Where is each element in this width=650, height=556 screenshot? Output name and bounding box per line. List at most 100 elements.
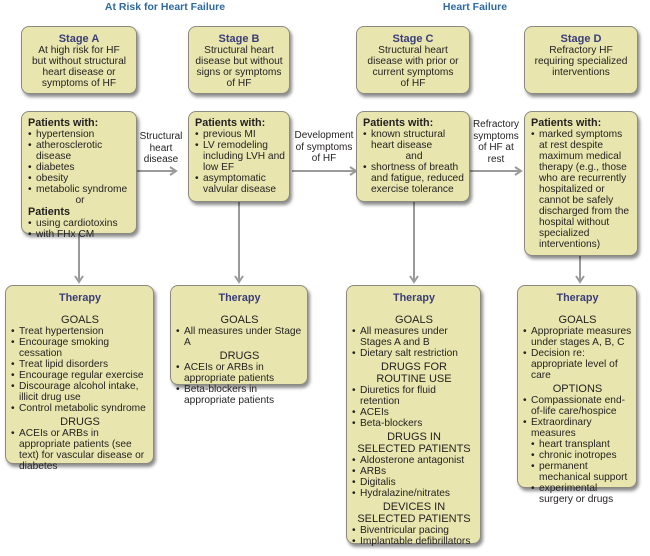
list-item: heart transplant xyxy=(531,439,632,450)
therapy-d-goals: Appropriate measures under stages A, B, … xyxy=(523,326,632,381)
list-item: ACEIs or ARBs in appropriate patients xyxy=(176,362,303,384)
therapy-c-goals-label: GOALS xyxy=(395,314,433,326)
list-item: ACEIs or ARBs in appropriate patients (s… xyxy=(11,428,149,472)
stage-a-title: Stage A xyxy=(58,33,100,45)
list-item: asymptomatic valvular disease xyxy=(195,173,285,195)
list-item: ARBs xyxy=(352,466,476,477)
stage-a-box: Stage A At high risk for HF but without … xyxy=(21,26,137,94)
patients-a-label2: Patients xyxy=(28,206,71,218)
list-item: hypertension xyxy=(28,129,132,140)
therapy-a-goals: Treat hypertension Encourage smoking ces… xyxy=(11,326,149,414)
therapy-d-title: Therapy xyxy=(556,292,599,304)
list-item: previous MI xyxy=(195,129,285,140)
list-item: Aldosterone antagonist xyxy=(352,455,476,466)
patients-c-and: and xyxy=(405,151,423,162)
list-item: Encourage smoking cessation xyxy=(11,337,149,359)
stage-d-box: Stage D Refractory HF requiring speciali… xyxy=(524,26,638,94)
list-item: All measures under Stage A xyxy=(176,326,303,348)
stage-c-description: Structural heart disease with prior or c… xyxy=(367,45,459,89)
therapy-a-title: Therapy xyxy=(58,292,101,304)
header-heart-failure: Heart Failure xyxy=(442,1,508,13)
list-item: shortness of breath and fatigue, reduced… xyxy=(363,162,465,195)
stage-c-box: Stage C Structural heart disease with pr… xyxy=(356,26,470,94)
header-at-risk: At Risk for Heart Failure xyxy=(104,1,226,13)
stage-b-box: Stage B Structural heart disease but wit… xyxy=(188,26,290,94)
therapy-c-devices: Biventricular pacing Implantable defibri… xyxy=(352,525,476,547)
list-item: marked symptoms at rest despite maximum … xyxy=(531,129,633,250)
therapy-a-drugs-label: DRUGS xyxy=(60,416,100,428)
list-item: Digitalis xyxy=(352,477,476,488)
transition-label-development: Development of symptoms of HF xyxy=(294,130,354,164)
list-item: Treat lipid disorders xyxy=(11,359,149,370)
list-item: All measures under Stages A and B xyxy=(352,326,476,348)
list-item: Appropriate measures under stages A, B, … xyxy=(523,326,632,348)
list-item: Beta-blockers in appropriate patients xyxy=(176,384,303,406)
stage-b-description: Structural heart disease but without sig… xyxy=(195,45,283,89)
therapy-c-goals: All measures under Stages A and B Dietar… xyxy=(352,326,476,359)
list-item: with FHx CM xyxy=(28,229,132,240)
therapy-c-routine-label: DRUGS FOR ROUTINE USE xyxy=(376,361,452,385)
list-item: using cardiotoxins xyxy=(28,218,132,229)
therapy-c-selected-label: DRUGS IN SELECTED PATIENTS xyxy=(357,431,471,455)
therapy-c-box: Therapy GOALS All measures under Stages … xyxy=(346,285,481,547)
therapy-b-drugs-label: DRUGS xyxy=(219,350,260,362)
patients-a-or: or xyxy=(75,195,85,206)
list-item: Beta-blockers xyxy=(352,418,476,429)
patients-b-list: previous MI LV remodeling including LVH … xyxy=(195,129,285,195)
therapy-b-goals-label: GOALS xyxy=(220,314,259,326)
patients-b-label: Patients with: xyxy=(195,117,266,129)
list-item: chronic inotropes xyxy=(531,450,632,461)
transition-label-refractory: Refractory symptoms of HF at rest xyxy=(472,119,520,165)
therapy-d-goals-label: GOALS xyxy=(558,314,597,326)
patients-c-box: Patients with: known structural heart di… xyxy=(356,111,470,202)
list-item: Discourage alcohol intake, illicit drug … xyxy=(11,381,149,403)
patients-c-list: known structural heart disease xyxy=(363,129,465,151)
list-item: experimental surgery or drugs xyxy=(531,483,632,505)
list-item: known structural heart disease xyxy=(363,129,465,151)
therapy-c-selected: Aldosterone antagonist ARBs Digitalis Hy… xyxy=(352,455,476,499)
stage-d-title: Stage D xyxy=(560,33,602,45)
patients-a-label: Patients with: xyxy=(28,117,99,129)
therapy-c-title: Therapy xyxy=(392,292,435,304)
therapy-d-options: Compassionate end-of-life care/hospice E… xyxy=(523,395,632,439)
list-item: Decision re: appropriate level of care xyxy=(523,348,632,381)
patients-a-list2: using cardiotoxins with FHx CM xyxy=(28,218,132,240)
therapy-d-extraordinary: heart transplant chronic inotropes perma… xyxy=(523,439,632,505)
list-item: permanent mechanical support xyxy=(531,461,632,483)
therapy-b-box: Therapy GOALS All measures under Stage A… xyxy=(170,285,308,406)
list-item: Hydralazine/nitrates xyxy=(352,488,476,499)
list-item: ACEIs xyxy=(352,407,476,418)
patients-c-list2: shortness of breath and fatigue, reduced… xyxy=(363,162,465,195)
list-item: Encourage regular exercise xyxy=(11,370,149,381)
list-item: Extraordinary measures xyxy=(523,417,632,439)
therapy-a-box: Therapy GOALS Treat hypertension Encoura… xyxy=(5,285,154,472)
patients-d-label: Patients with: xyxy=(531,117,602,129)
patients-b-box: Patients with: previous MI LV remodeling… xyxy=(188,111,290,202)
therapy-a-drugs: ACEIs or ARBs in appropriate patients (s… xyxy=(11,428,149,472)
stage-c-title: Stage C xyxy=(392,33,434,45)
stage-a-description: At high risk for HF but without structur… xyxy=(32,45,126,89)
therapy-b-goals: All measures under Stage A xyxy=(176,326,303,348)
list-item: atherosclerotic disease xyxy=(28,140,132,162)
patients-d-box: Patients with: marked symptoms at rest d… xyxy=(524,111,638,256)
patients-a-box: Patients with: hypertension atherosclero… xyxy=(21,111,137,240)
therapy-d-options-label: OPTIONS xyxy=(552,383,603,395)
patients-c-label: Patients with: xyxy=(363,117,434,129)
patients-a-list: hypertension atherosclerotic disease dia… xyxy=(28,129,132,195)
therapy-c-devices-label: DEVICES IN SELECTED PATIENTS xyxy=(357,501,471,525)
list-item: Treat hypertension xyxy=(11,326,149,337)
list-item: LV remodeling including LVH and low EF xyxy=(195,140,285,173)
patients-d-list: marked symptoms at rest despite maximum … xyxy=(531,129,633,250)
list-item: metabolic syndrome xyxy=(28,184,132,195)
therapy-b-title: Therapy xyxy=(218,292,261,304)
list-item: obesity xyxy=(28,173,132,184)
list-item: Implantable defibrillators xyxy=(352,536,476,547)
therapy-b-drugs: ACEIs or ARBs in appropriate patients Be… xyxy=(176,362,303,406)
therapy-a-goals-label: GOALS xyxy=(61,314,99,326)
list-item: Control metabolic syndrome xyxy=(11,403,149,414)
list-item: Diuretics for fluid retention xyxy=(352,385,476,407)
list-item: Biventricular pacing xyxy=(352,525,476,536)
transition-label-structural: Structural heart disease xyxy=(139,131,183,165)
therapy-d-box: Therapy GOALS Appropriate measures under… xyxy=(517,285,637,505)
